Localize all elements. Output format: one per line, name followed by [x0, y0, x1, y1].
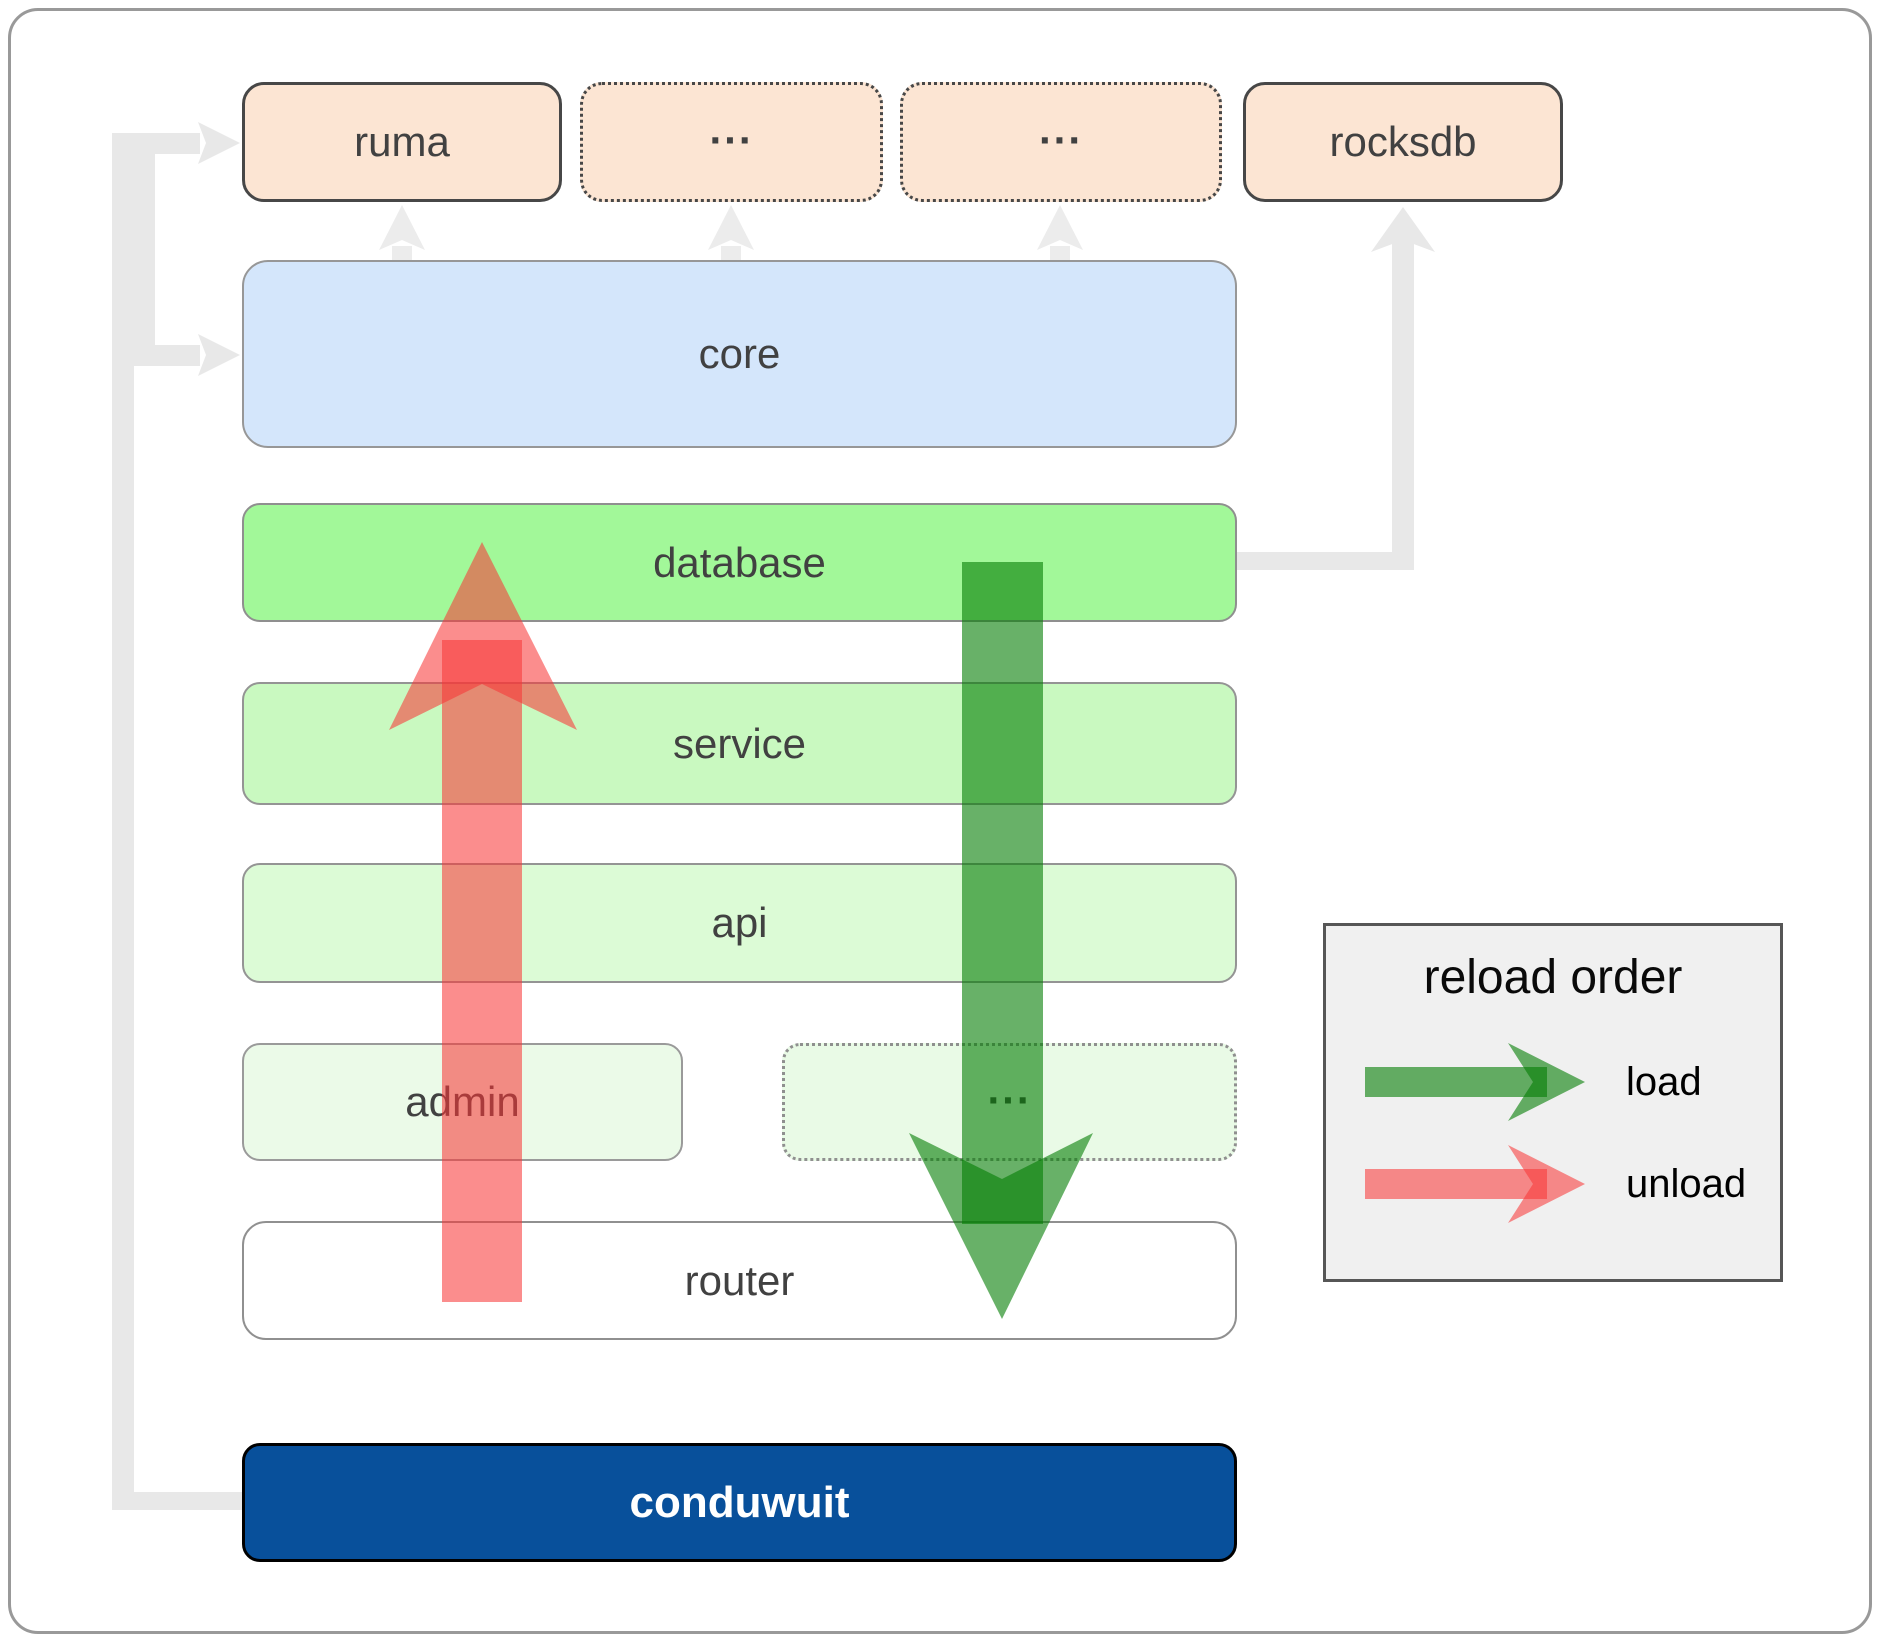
layer-box-database: database [242, 503, 1237, 622]
legend-panel: reload order load unload [1323, 923, 1783, 1282]
layer-box-admin: admin [242, 1043, 683, 1161]
layer-box-api: api [242, 863, 1237, 983]
layer-box-router: router [242, 1221, 1237, 1340]
module-box-ruma: ruma [242, 82, 562, 202]
diagram-frame [8, 8, 1872, 1634]
ellipsis-label: ... [987, 1065, 1032, 1113]
legend-unload-label: unload [1626, 1162, 1747, 1206]
layer-box-core: core [242, 260, 1237, 448]
app-box-conduwuit: conduwuit [242, 1443, 1237, 1562]
legend-arrows [1365, 1043, 1585, 1223]
ellipsis-label: ... [1038, 105, 1083, 153]
module-box-etc-2: ... [900, 82, 1222, 202]
legend-title: reload order [1423, 951, 1683, 1004]
module-box-etc-1: ... [580, 82, 883, 202]
legend-unload-arrow-icon [1365, 1145, 1585, 1223]
ellipsis-label: ... [709, 105, 754, 153]
layer-box-admin-etc: ... [782, 1043, 1237, 1161]
legend-load-label: load [1626, 1060, 1702, 1104]
legend-load-arrow-icon [1365, 1043, 1585, 1121]
layer-box-service: service [242, 682, 1237, 805]
module-box-rocksdb: rocksdb [1243, 82, 1563, 202]
